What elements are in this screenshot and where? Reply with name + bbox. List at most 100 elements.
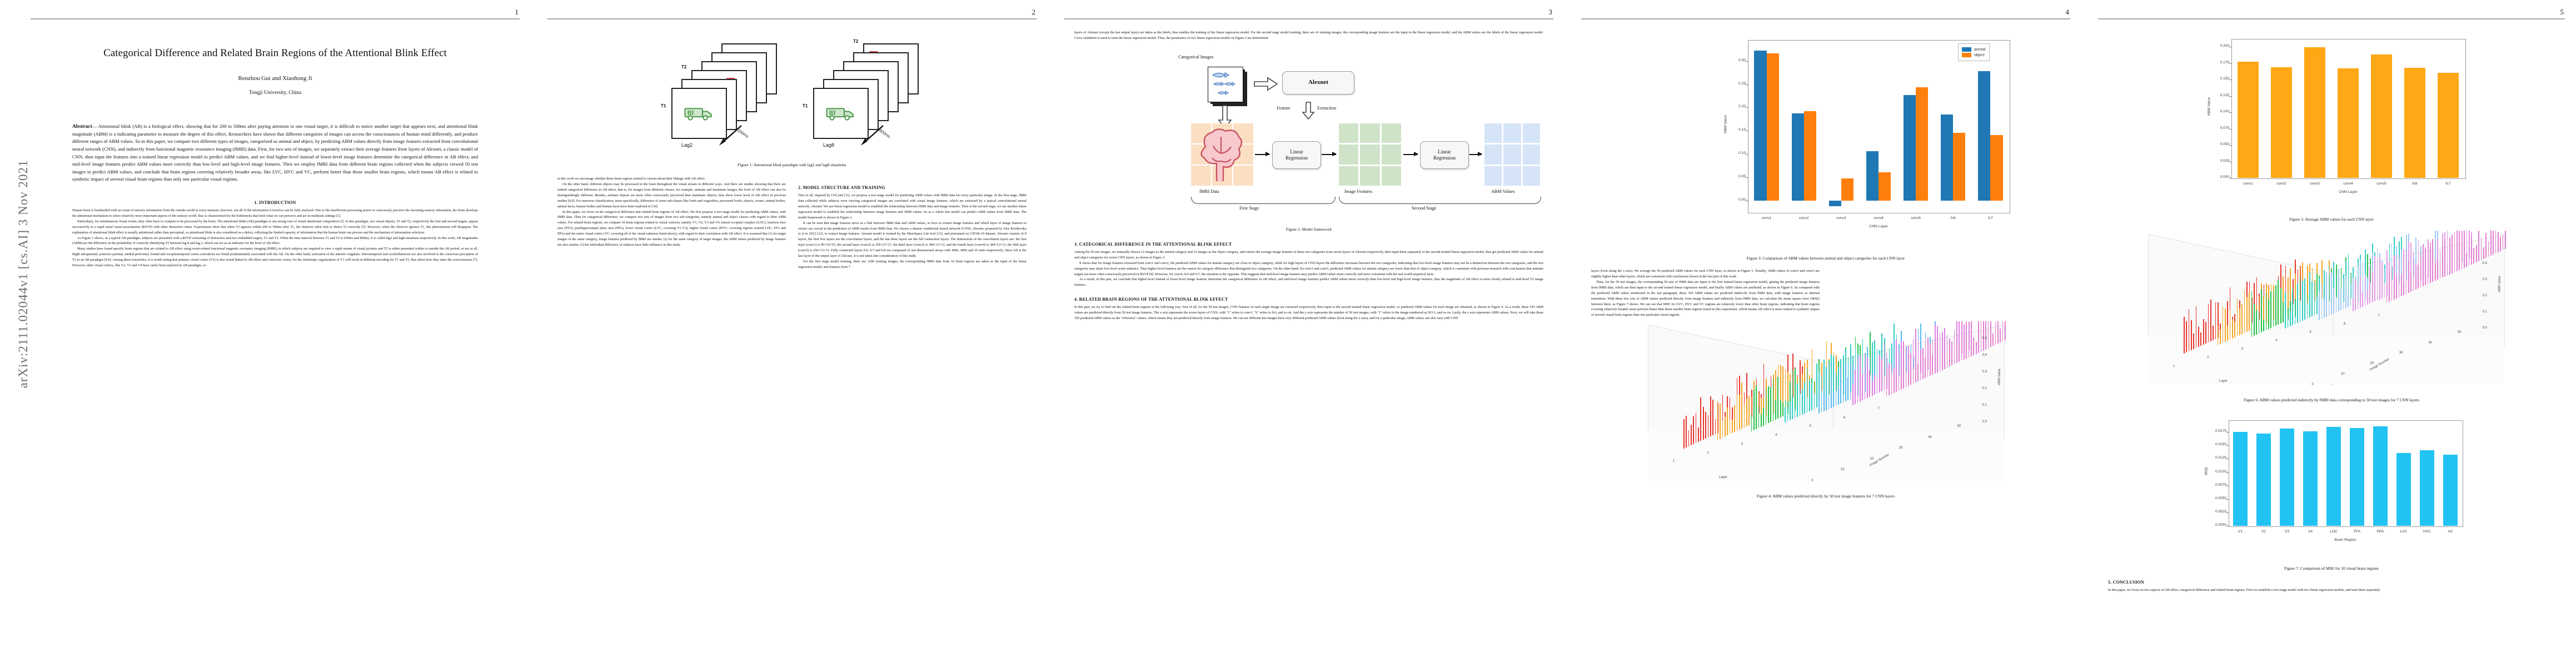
figure-5-caption: Figure 5: Average ABM values for each CN… [2289,217,2374,222]
y-axis-tick [1746,107,1748,108]
z-axis-tick-label: 0.1 [1982,403,1987,407]
bar3d [1937,336,1938,372]
bar [2438,73,2459,178]
bar3d [1855,369,1856,404]
z-axis-tick-label: 0.4 [2482,261,2487,265]
bar3d [2420,253,2421,288]
page-1: 1 Categorical Difference and Related Bra… [31,0,520,667]
bar3d [2328,270,2330,316]
x-axis-tick-label: fc7 [2445,182,2451,186]
bar3d [1700,397,1702,441]
bar3d [2400,275,2402,297]
bar3d [1884,344,1885,390]
paragraph: In this paper, we focus on the categoric… [557,210,786,247]
bar3d [2316,274,2318,307]
bar3d [2490,231,2492,256]
z-axis-label: ABM Value [2498,276,2502,292]
bar3d [1930,343,1931,376]
z-axis-label: ABM Value [1998,369,2002,385]
bar3d [2258,312,2260,334]
x-axis-tick-label: LVC [2400,530,2408,534]
rsvp-card-t1 [813,88,869,139]
bar3d [1949,338,1950,367]
bar3d [2254,283,2255,322]
bar3d [1912,370,1914,384]
y-axis-tick-label: 10 [2340,372,2345,376]
bar3d [2374,256,2375,302]
y-axis-tick-label: 0.0150 [2215,442,2226,447]
bar3d [2253,304,2255,336]
y-axis-tick-label: 30 [1899,446,1903,450]
bar [2238,62,2259,178]
time-arrow [719,125,742,146]
abstract-text: — Attentional blink (AB) is a biological… [72,123,478,182]
bar3d [1695,413,1697,444]
figure-2-image-features-label: Image Features [1344,188,1373,194]
bar3d [1790,401,1791,421]
bar3d [1763,397,1765,419]
x-axis-tick-label: fc7 [1988,216,1993,220]
bar3d [2283,302,2284,323]
bar3d [1818,371,1820,407]
header-rule [31,18,520,19]
bar3d [1693,416,1695,445]
bar3d [2263,319,2265,331]
bar [1903,94,1916,201]
bar3d [2425,247,2426,286]
paragraph: First of all, inspired by [10] and [11],… [798,193,1027,220]
y-axis-tick [2229,145,2231,146]
bar3d [2449,237,2450,275]
bar3d [2396,246,2398,285]
bar3d [1954,330,1955,365]
bar3d [1804,362,1806,399]
bar3d [2335,274,2337,305]
y-axis-tick-label: 0.20 [1738,104,1746,109]
bar3d [2432,239,2434,282]
bar3d [2193,334,2195,350]
x-axis-tick-label: 3 [2241,347,2244,351]
bar [1791,113,1804,201]
y-axis-label: MSE [2204,467,2209,475]
page-number: 2 [1032,8,1036,16]
flow-arrow [1469,152,1482,157]
bar3d [2348,253,2349,300]
bar3d [1889,371,1890,395]
bar3d [2280,288,2281,324]
x-axis-tick-label: conv2 [2276,182,2286,186]
bar3d [2227,325,2228,341]
bar3d [2299,276,2301,315]
arxiv-stamp: arXiv:2111.02044v1 [cs.AI] 3 Nov 2021 [16,160,30,389]
bar3d [2285,266,2286,307]
bar3d [2184,317,2185,354]
z-axis-tick-label: 0.5 [1982,336,1987,340]
bar3d [1857,359,1858,403]
bar3d [1961,321,1962,354]
bar3d [2348,294,2349,307]
paragraph: It shows that for image features extract… [1074,261,1543,276]
bar3d [1691,425,1692,446]
x-axis-tick-label: 5 [1809,425,1811,429]
bar3d [1886,352,1887,396]
z-axis-tick-label: 0.3 [2482,277,2487,281]
x-axis-tick-label: 4 [1775,434,1777,437]
bar3d [1813,392,1815,409]
bar3d [2227,301,2229,334]
bar3d [1905,346,1907,387]
y-axis-tick [2229,79,2231,81]
bar3d [2478,231,2479,261]
bar3d [2217,325,2219,346]
bar3d [1893,372,1895,393]
bar3d [2418,265,2419,289]
bar3d [1729,397,1731,427]
bar3d [1845,362,1846,401]
page-3-top-text: layers of Alexnet (except the last outpu… [1074,30,1543,41]
bar3d [1782,366,1783,410]
bar3d [2323,300,2325,318]
bar3d [2362,261,2364,300]
bar3d [2355,279,2356,311]
bar3d [2357,265,2359,302]
bar3d [1698,427,1699,442]
figure-2-second-stage-label: Second Stage [1412,205,1437,211]
